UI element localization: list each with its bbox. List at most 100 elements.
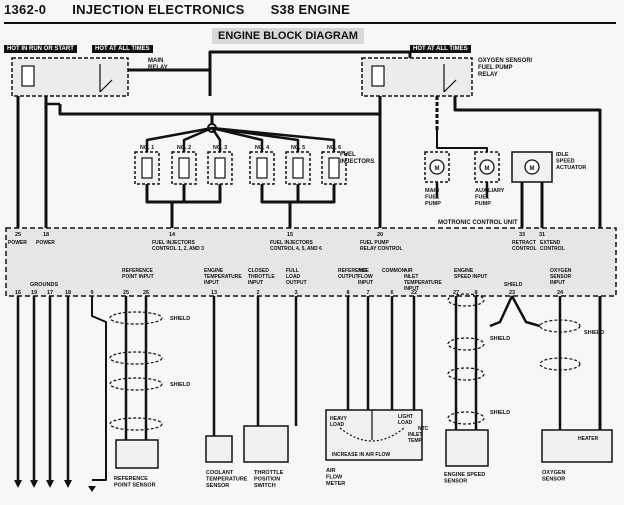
control-unit-label: MOTRONIC CONTROL UNIT xyxy=(438,220,518,226)
pin-bottom-9: 3 xyxy=(294,290,297,296)
speed-shield-bottom-0 xyxy=(447,337,485,351)
injector-feed-6 xyxy=(211,126,336,152)
pin-bottom-11: 7 xyxy=(366,290,369,296)
main-fuel-pump-motor xyxy=(429,159,445,175)
injector-coil-3 xyxy=(214,157,226,179)
injector-label-5: NO. 5 xyxy=(291,145,305,151)
ref-sensor-box xyxy=(115,439,159,469)
ref-shield-label-0: SHIELD xyxy=(170,316,190,322)
ground-symbol-2 xyxy=(46,480,54,488)
ref-shield-bottom-1 xyxy=(109,417,163,431)
injector-feed-3 xyxy=(210,127,222,152)
speed-shield-top-1 xyxy=(447,367,485,381)
pin-bottom-12: 6 xyxy=(390,290,393,296)
o2-shield-bottom xyxy=(539,357,581,371)
pin-bottom-8: 2 xyxy=(256,290,259,296)
speed-sensor-box xyxy=(445,429,489,467)
injector-coil-1 xyxy=(141,157,153,179)
pin-bottom-4: 9 xyxy=(90,290,93,296)
pin-bottom-15: 8 xyxy=(474,290,477,296)
injector-coil-6 xyxy=(328,157,340,179)
ref-shield-top-0 xyxy=(109,311,163,325)
pin-bottom-6: 26 xyxy=(143,290,149,296)
coolant-sensor-box xyxy=(205,435,233,463)
injector-coil-4 xyxy=(256,157,268,179)
pin-bottom-10: 8 xyxy=(346,290,349,296)
o2-sensor-box xyxy=(541,429,613,463)
main-relay-switch xyxy=(99,79,113,93)
injector-coil-5 xyxy=(292,157,304,179)
pin-top-label-0: POWER xyxy=(8,240,27,246)
aux-fuel-pump-box xyxy=(474,151,500,183)
pin-bottom-2: 17 xyxy=(47,290,53,296)
afm-ntc-label: NTC xyxy=(418,426,429,432)
ref-shield-top-1 xyxy=(109,377,163,391)
afm-box xyxy=(325,409,423,461)
o2-relay-coil xyxy=(371,65,385,87)
injector-label-6: NO. 6 xyxy=(327,145,341,151)
injector-label-2: NO. 2 xyxy=(177,145,191,151)
pin-top-label-1: POWER xyxy=(36,240,55,246)
injector-box-2 xyxy=(171,151,197,185)
pin-top-31: 31 xyxy=(539,232,545,238)
throttle-switch-box xyxy=(243,425,289,463)
ground-symbol-1 xyxy=(30,480,38,488)
pin-bottom-16: 23 xyxy=(509,290,515,296)
tag-hot-all-times-2: HOT AT ALL TIMES xyxy=(410,45,471,53)
pin-bottom-5: 25 xyxy=(123,290,129,296)
pin-bottom-7: 13 xyxy=(211,290,217,296)
main-relay-coil xyxy=(21,65,35,87)
o2-shield-label: SHIELD xyxy=(584,330,604,336)
pin-top-18: 18 xyxy=(43,232,49,238)
battery-feed-wire xyxy=(208,50,412,96)
main-relay-to-o2-relay xyxy=(58,96,382,116)
page-header: 1362-0 INJECTION ELECTRONICS S38 ENGINE xyxy=(4,2,372,17)
main-relay-output xyxy=(44,96,60,106)
pin-bottom-14: 27 xyxy=(453,290,459,296)
pin9-shield-ground xyxy=(91,296,107,481)
ground-symbol-3 xyxy=(64,480,72,488)
injector-feed-4 xyxy=(211,126,264,152)
section-title: INJECTION ELECTRONICS xyxy=(72,2,245,17)
injector-coil-2 xyxy=(178,157,190,179)
motronic-control-unit xyxy=(5,227,617,297)
injector-feed-1 xyxy=(145,126,213,152)
tag-hot-run-start: HOT IN RUN OR START xyxy=(4,45,77,53)
heater-label: HEATER xyxy=(578,436,599,442)
aux-fuel-pump-motor xyxy=(479,159,495,175)
afm-flow-label: INCREASE IN AIR FLOW xyxy=(332,452,390,458)
speed-shield-drain xyxy=(489,295,514,328)
speed-shield-label-0: SHIELD xyxy=(490,336,510,342)
pin-top-33: 33 xyxy=(519,232,525,238)
pin-bottom-13: 22 xyxy=(411,290,417,296)
pin-bottom-label-12: COMMON xyxy=(382,268,406,274)
pin-bottom-0: 16 xyxy=(15,290,21,296)
speed-shield-label-1: SHIELD xyxy=(490,410,510,416)
idle-actuator-motor xyxy=(524,159,540,175)
speed-shield-bottom-1 xyxy=(447,411,485,425)
diagram-title: ENGINE BLOCK DIAGRAM xyxy=(212,28,364,44)
o2-shield-top xyxy=(539,319,581,333)
speed-shield-top-0 xyxy=(447,293,485,307)
ground-symbol-9 xyxy=(88,486,96,492)
